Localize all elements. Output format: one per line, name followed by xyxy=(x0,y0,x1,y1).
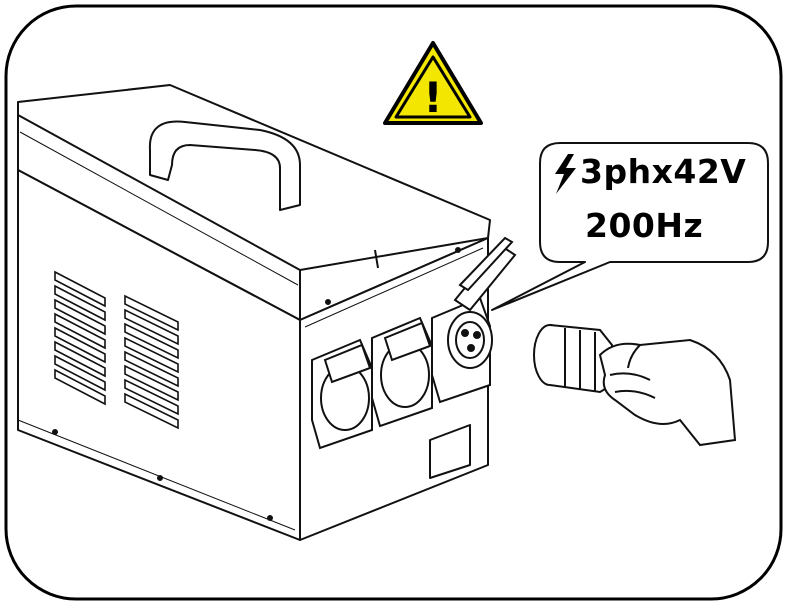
socket-1 xyxy=(311,338,373,450)
warning-exclamation: ! xyxy=(423,73,442,122)
callout-voltage-text: 3phx42V xyxy=(580,152,747,191)
vent-louvres xyxy=(54,270,179,430)
socket-3-open xyxy=(431,236,517,404)
lightning-bolt-icon xyxy=(555,154,576,194)
hand xyxy=(598,338,737,447)
callout-frequency-text: 200Hz xyxy=(585,206,704,245)
warning-triangle-icon: ! xyxy=(383,41,483,125)
plug xyxy=(533,324,613,394)
socket-2 xyxy=(371,316,433,428)
